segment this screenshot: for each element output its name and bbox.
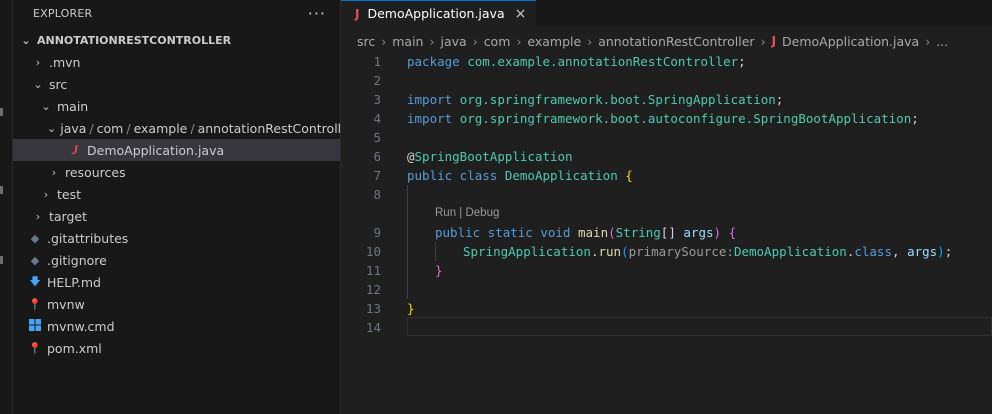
activity-indicator bbox=[0, 186, 3, 194]
tree-item-label: .mvn bbox=[49, 54, 81, 70]
tree-item-target[interactable]: › target bbox=[13, 205, 340, 227]
codelens-run-debug[interactable]: Run | Debug bbox=[435, 207, 500, 219]
tree-item-pom-xml[interactable]: 📍 pom.xml bbox=[13, 337, 340, 359]
chevron-right-icon: › bbox=[587, 33, 593, 49]
project-folder[interactable]: ⌄ ANNOTATIONRESTCONTROLLER bbox=[13, 29, 340, 51]
tree-item-main[interactable]: ⌄ main bbox=[13, 95, 340, 117]
tree-item-mvnw-cmd[interactable]: mvnw.cmd bbox=[13, 315, 340, 337]
chevron-down-icon: ⌄ bbox=[47, 121, 57, 135]
breadcrumb-item[interactable]: src bbox=[357, 33, 376, 49]
tree-item-test[interactable]: › test bbox=[13, 183, 340, 205]
chevron-down-icon: ⌄ bbox=[21, 33, 31, 47]
chevron-right-icon: › bbox=[760, 33, 766, 49]
breadcrumb-item[interactable]: java bbox=[440, 33, 467, 49]
tree-item-src[interactable]: ⌄ src bbox=[13, 73, 340, 95]
code-line: 12 bbox=[365, 282, 381, 297]
breadcrumb-item[interactable]: DemoApplication.java bbox=[782, 33, 920, 49]
close-icon[interactable]: × bbox=[514, 5, 527, 22]
tree-item-label: test bbox=[57, 186, 82, 202]
tree-item-label: .gitattributes bbox=[47, 230, 129, 246]
windows-file-icon bbox=[27, 318, 43, 334]
explorer-sidebar: EXPLORER ··· ⌄ ANNOTATIONRESTCONTROLLER … bbox=[13, 0, 354, 414]
indent-guide bbox=[407, 185, 408, 299]
chevron-right-icon: › bbox=[51, 165, 57, 179]
tree-item-label: target bbox=[49, 208, 88, 224]
tree-item-label: resources bbox=[65, 164, 126, 180]
code-line: 14 bbox=[365, 320, 381, 335]
activity-bar bbox=[0, 0, 13, 414]
code-line: 5 bbox=[373, 130, 381, 145]
tab-demoapplication-java[interactable]: J DemoApplication.java × bbox=[341, 0, 537, 26]
chevron-right-icon: › bbox=[429, 33, 435, 49]
chevron-down-icon: ⌄ bbox=[41, 99, 51, 113]
tree-item-gitattributes[interactable]: ◆ .gitattributes bbox=[13, 227, 340, 249]
git-file-icon: ◆ bbox=[30, 253, 40, 267]
activity-indicator bbox=[0, 108, 3, 116]
more-actions-icon[interactable]: ··· bbox=[307, 3, 326, 23]
tree-item-mvnw[interactable]: 📍 mvnw bbox=[13, 293, 340, 315]
chevron-right-icon: › bbox=[472, 33, 478, 49]
code-line: 13} bbox=[365, 301, 415, 316]
tree-item-label: DemoApplication.java bbox=[87, 142, 225, 158]
java-file-icon: J bbox=[71, 142, 79, 157]
tree-item-label: .gitignore bbox=[47, 252, 107, 268]
script-file-icon: 📍 bbox=[28, 297, 42, 311]
breadcrumb: src › main › java › com › example › annotatio… bbox=[341, 26, 992, 56]
tree-item-gitignore[interactable]: ◆ .gitignore bbox=[13, 249, 340, 271]
editor-area: J DemoApplication.java × src › main › java… bbox=[341, 0, 992, 414]
tree-item-mvn[interactable]: › .mvn bbox=[13, 51, 340, 73]
tree-item-java-package[interactable]: ⌄ java/com/example/annotationRestControl… bbox=[47, 120, 354, 136]
tree-item-help-md[interactable]: 🡇 HELP.md bbox=[13, 271, 340, 293]
activity-indicator bbox=[0, 256, 3, 264]
tab-bar: J DemoApplication.java × bbox=[341, 0, 992, 26]
tree-item-label: mvnw.cmd bbox=[47, 318, 115, 334]
breadcrumb-item[interactable]: com bbox=[483, 33, 511, 49]
git-file-icon: ◆ bbox=[30, 231, 40, 245]
maven-file-icon: 📍 bbox=[28, 341, 42, 355]
chevron-right-icon: › bbox=[35, 55, 41, 69]
tree-item-label: pom.xml bbox=[47, 340, 102, 356]
tree-path-example: example bbox=[133, 120, 188, 136]
chevron-right-icon: › bbox=[381, 33, 387, 49]
chevron-right-icon: › bbox=[925, 33, 931, 49]
markdown-download-icon: 🡇 bbox=[29, 274, 41, 288]
project-name: ANNOTATIONRESTCONTROLLER bbox=[37, 33, 232, 47]
breadcrumb-item[interactable]: example bbox=[527, 33, 582, 49]
code-line: 6@SpringBootApplication bbox=[373, 149, 573, 164]
tab-label: DemoApplication.java bbox=[367, 6, 505, 21]
explorer-title: EXPLORER bbox=[33, 6, 93, 20]
tree-item-demoapplication-java[interactable]: J DemoApplication.java bbox=[13, 139, 340, 161]
tree-path-com: com bbox=[96, 120, 124, 136]
tree-path-java: java bbox=[60, 120, 87, 136]
breadcrumb-item[interactable]: main bbox=[392, 33, 424, 49]
tree-item-resources[interactable]: › resources bbox=[13, 161, 340, 183]
tree-item-label: main bbox=[57, 98, 89, 114]
java-file-icon: J bbox=[355, 6, 360, 21]
explorer-header: EXPLORER ··· bbox=[13, 0, 340, 26]
code-line: 8 bbox=[373, 187, 381, 202]
tree-item-label: src bbox=[49, 76, 68, 92]
breadcrumb-item[interactable]: annotationRestController bbox=[598, 33, 755, 49]
breadcrumb-item[interactable]: ... bbox=[936, 33, 949, 49]
chevron-right-icon: › bbox=[43, 187, 49, 201]
indent-guide bbox=[435, 242, 436, 261]
java-file-icon: J bbox=[771, 34, 777, 48]
chevron-right-icon: › bbox=[35, 209, 41, 223]
chevron-down-icon: ⌄ bbox=[33, 77, 43, 91]
tree-item-label: HELP.md bbox=[47, 274, 101, 290]
tree-item-label: mvnw bbox=[47, 296, 85, 312]
code-line: 2 bbox=[373, 73, 381, 88]
tree-path-annotationrestcontroller: annotationRestController bbox=[197, 120, 354, 136]
chevron-right-icon: › bbox=[516, 33, 522, 49]
code-line: 11} bbox=[365, 263, 443, 278]
